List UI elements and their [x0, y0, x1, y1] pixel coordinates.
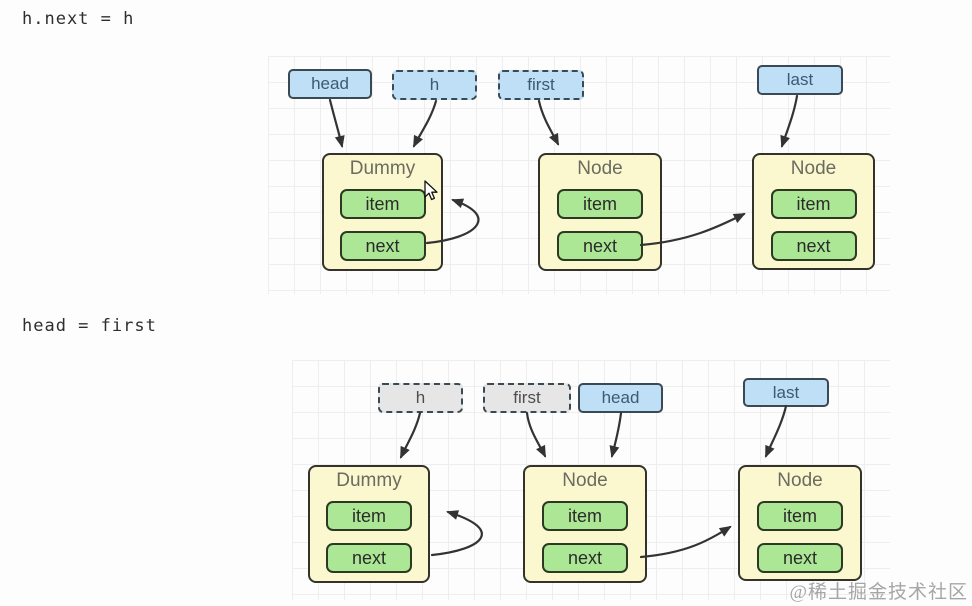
pointer-label: h — [415, 388, 426, 407]
d1-pointer-h[interactable]: h — [392, 70, 477, 100]
field-next[interactable]: next — [326, 543, 412, 573]
pointer-label: head — [601, 388, 640, 407]
field-next[interactable]: next — [757, 543, 843, 573]
field-item[interactable]: item — [542, 501, 628, 531]
field-next[interactable]: next — [770, 231, 857, 261]
d2-node-dummy[interactable]: Dummy item next — [308, 465, 430, 583]
d2-pointer-h[interactable]: h — [378, 383, 463, 413]
d1-pointer-head[interactable]: head — [288, 69, 372, 99]
d2-node-2[interactable]: Node item next — [523, 465, 647, 583]
pointer-label: last — [786, 70, 814, 89]
field-item[interactable]: item — [557, 189, 643, 219]
field-label: item — [582, 193, 617, 214]
field-label: item — [782, 505, 817, 526]
d2-node-3[interactable]: Node item next — [738, 465, 862, 581]
node-title: Dummy — [349, 158, 416, 179]
field-item[interactable]: item — [339, 189, 426, 219]
d1-node-3[interactable]: Node item next — [752, 153, 875, 270]
mouse-cursor-icon — [424, 180, 438, 201]
field-next[interactable]: next — [542, 543, 628, 573]
pointer-label: head — [311, 74, 349, 93]
field-label: item — [796, 193, 831, 214]
pointer-label: first — [513, 388, 541, 407]
d2-pointer-head[interactable]: head — [578, 383, 663, 413]
code-line-2: head = first — [22, 316, 157, 336]
code-line-1: h.next = h — [22, 9, 135, 29]
node-title: Node — [562, 470, 608, 491]
field-label: next — [796, 235, 831, 256]
node-title: Dummy — [336, 470, 402, 491]
pointer-label: last — [772, 382, 800, 402]
field-label: next — [567, 547, 603, 568]
node-title: Node — [790, 158, 837, 179]
field-label: next — [365, 235, 400, 256]
d2-pointer-first[interactable]: first — [483, 383, 571, 413]
d1-pointer-last[interactable]: last — [757, 65, 843, 95]
field-label: item — [567, 505, 602, 526]
watermark: @稀土掘金技术社区 — [789, 582, 968, 603]
field-next[interactable]: next — [557, 231, 643, 261]
field-item[interactable]: item — [770, 189, 857, 219]
d2-pointer-last[interactable]: last — [743, 378, 829, 407]
field-item[interactable]: item — [757, 501, 843, 531]
d1-node-dummy[interactable]: Dummy item next — [322, 153, 443, 271]
node-title: Node — [777, 470, 823, 491]
d1-node-2[interactable]: Node item next — [538, 153, 662, 271]
node-title: Node — [577, 158, 623, 179]
pointer-label: h — [429, 75, 440, 94]
field-next[interactable]: next — [339, 231, 426, 261]
field-item[interactable]: item — [326, 501, 412, 531]
field-label: next — [582, 235, 618, 256]
d1-pointer-first[interactable]: first — [498, 70, 584, 100]
field-label: next — [782, 547, 818, 568]
field-label: item — [351, 505, 386, 526]
pointer-label: first — [527, 75, 555, 94]
field-label: item — [365, 193, 400, 214]
field-label: next — [351, 547, 387, 568]
